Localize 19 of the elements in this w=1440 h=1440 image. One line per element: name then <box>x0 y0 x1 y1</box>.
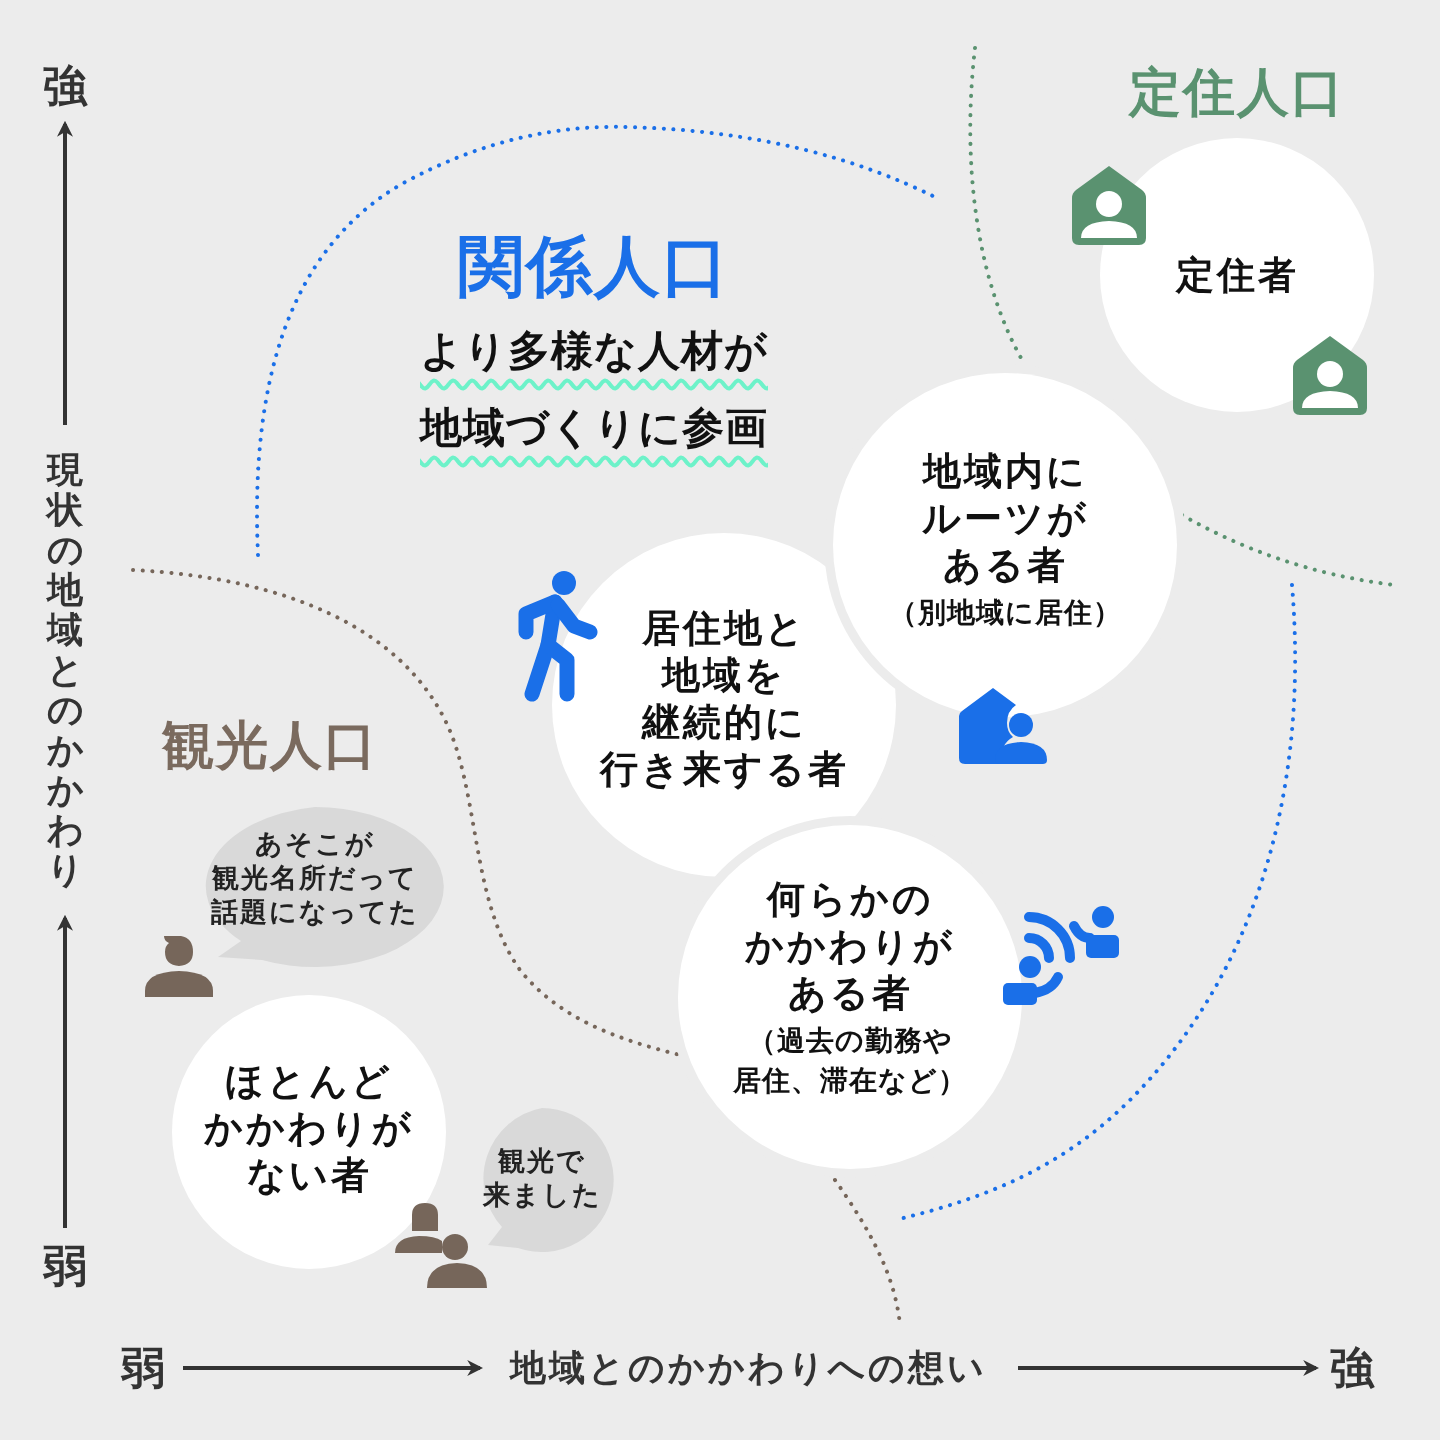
circle-label: 地域内にルーツがある者 <box>921 447 1089 589</box>
circle-label: ほとんどかかわりがない者 <box>204 1057 414 1199</box>
circle-label: 何らかのかかわりがある者 <box>745 875 955 1017</box>
circle-label: 定住者 <box>1175 251 1299 299</box>
circle-note: （過去の勤務や居住、滞在など） <box>733 1022 967 1099</box>
circle-note: （別地域に居住） <box>888 594 1122 631</box>
region-subtitle: より多様な人材が地域づくりに参画 <box>420 325 768 454</box>
bubble-text: あそこが観光名所だって話題になってた <box>211 827 419 929</box>
region-title: 定住人口 <box>1129 61 1345 123</box>
axis-title: 地域とのかかわりへの想い <box>509 1345 987 1389</box>
bubble-text: 観光で来ました <box>482 1144 602 1212</box>
axis-end-label: 弱 <box>43 1238 87 1292</box>
axis-end-label: 弱 <box>121 1340 165 1394</box>
region-title: 関係人口 <box>458 226 730 306</box>
axis-title: 現状の地域とのかかわり <box>46 450 84 890</box>
axis-end-label: 強 <box>1330 1340 1374 1394</box>
circle-label: 居住地と地域を継続的に行き来する者 <box>599 605 849 793</box>
axis-end-label: 強 <box>43 58 87 112</box>
region-title: 観光人口 <box>162 714 378 776</box>
